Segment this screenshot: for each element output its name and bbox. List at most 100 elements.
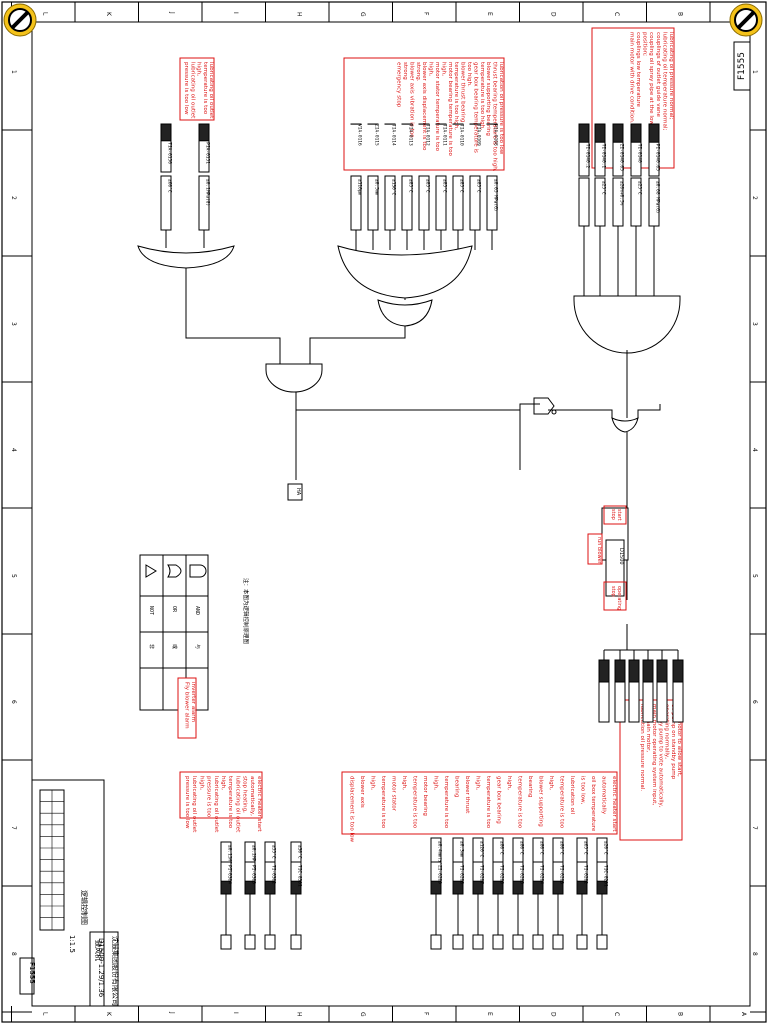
svg-text:AND: AND [194,606,200,615]
signal-value: ≤20°C [603,841,609,855]
grid-row-label-top: D [550,12,557,17]
signal-value: ≤0.15MPa(G) [227,845,233,875]
signal-block: TIA-0111≥85°C [435,123,448,250]
signal-tag: TIA-0109 [476,124,482,146]
signal-tag: TI-0140 [637,144,643,163]
signal-tag: ZIA-0115 [374,124,380,146]
grid-row-label-top: C [613,12,620,16]
annotation-line: emergency stop [396,62,402,108]
svg-text:沈鼓集团股份有限公司: 沈鼓集团股份有限公司 [111,936,120,1006]
signal-blocks: PI-0140.05 ≥0.08 MPa(G) TI-0140 ≥25°C ZI-014… [160,123,661,950]
signal-tag: VIA-0116 [357,124,363,146]
signal-value: ≥55°C [271,845,277,859]
annotation-line: lubricating oil outlet [234,776,240,833]
signal-value: ≥0.08 MPa(G) [655,181,661,214]
signal-value: ≥0.2MPa(G) [251,845,257,872]
svg-text:1:1.5: 1:1.5 [68,935,76,953]
signal-block: TIA-0114 ≥130°C [384,123,397,250]
annotation-line: high, [475,776,481,790]
annotation-line: main motor operating system input, [651,704,657,805]
or-gate-oil [137,245,235,269]
annotation-line: temperature is too high, [479,62,485,130]
svg-text:逻辑控制图: 逻辑控制图 [80,890,89,925]
signal-value: ≤0.1MPa(G) [205,179,211,206]
signal-value: ≥110μm [357,179,363,196]
annotation-line: temperature is too high, [453,62,459,130]
signal-tag: PI-0140.05 [655,144,661,171]
annotation-line: strong. [415,62,421,82]
approval-stamp-top-right [729,3,763,37]
grid-row-label-bottom: F [423,1012,430,1016]
grid-row-label-bottom: I [232,1012,239,1014]
signal-block: TI-0140 ≥25°C [630,123,643,296]
grid-col-label-right: 6 [751,700,758,704]
signal-tag: TI-0140.1 [601,144,607,169]
signal-value: ≥25°C [637,181,643,195]
grid-row-label-top: G [359,12,366,17]
annotation-line: main motor with drive condition. [628,32,634,124]
annotation-line: blower axis vibration is too [408,62,414,138]
annotation-line: lubrication oil pressure is too low [498,62,504,155]
signal-block: PIA-0108≤0.05 MPa(G) [486,123,499,250]
motor-control-block: D1500 start stop operating stop run blow… [587,505,629,611]
grid-row-label-bottom: E [486,1012,493,1016]
annotation-line: main motor to allow start, [676,704,682,777]
annotation-line: electric heater start [611,776,617,832]
annotation-line: couplings low temperature [635,32,641,108]
motor-output-tags [598,649,684,723]
signal-value: ≥80°C [519,841,525,855]
signal-block: TIA-0150 ≥60°C [160,123,173,248]
signal-block: TIA-0112≥85°C [418,123,431,250]
annotation-line: temperature is too [202,62,208,115]
annotation-line: blower thrust [464,776,470,814]
signal-block: ≥80°CTI-0206 [492,837,505,950]
title-block: 鼓风机 逻辑控制图 1:1.5 沈鼓集团股份有限公司 D1500-1.29/1.… [19,779,120,1007]
grid-row-label-bottom: H [296,1012,303,1017]
signal-tag: PI-0303 [251,865,257,884]
grid-row-label-bottom: G [359,1012,366,1017]
signal-tag: ZI-0140.05 [619,144,625,171]
grid-row-label-top: I [232,12,239,14]
grid-row-label-bottom: L [42,1012,49,1016]
signal-block: VIA-0116 ≥110μm [350,123,363,250]
annotation-line: high, [440,62,446,76]
annotation-line: electric heater start [256,776,262,832]
annotation-line: temperature is too [559,776,565,829]
annotation-line: blower thrust bearing [460,62,466,123]
grid-row-label-bottom: J [169,1011,176,1014]
signal-block: ≥80°CTI-0205 [512,837,525,950]
signal-tag: TIA-0150 [167,142,173,164]
annotation-line: high, [428,62,434,76]
signal-tag: TI-0206 [499,865,505,884]
annotation-line: thrust bearing temperature is too high. [492,62,498,172]
grid-row-label-top: L [42,12,49,16]
annotation-line: displacement is too low [349,776,355,843]
signal-block: TIA-0113≥85°C [401,123,414,250]
signal-block: PIA-0151≤0.1MPa(G) [198,123,211,248]
svg-text:start: start [616,509,622,521]
svg-text:非: 非 [148,644,155,649]
and-gate-start-permit [573,295,681,354]
annotation-line: lubricating oil outlet [213,776,219,833]
signal-block: ZI-0140.05≥20%+0.5% [612,123,625,296]
wiring [185,268,661,650]
signal-block: TIA-0109≥85°C [469,123,482,250]
signal-tag: TIA-0114 [391,124,397,146]
annotation-line: inverter alarm [190,682,196,722]
annotation-line: stop heating, [242,776,248,813]
annotation-line: bearing [527,776,533,798]
grid-col-label-right: 8 [751,952,758,956]
grid-row-label-bottom: B [677,1012,684,1016]
signal-block: PI-0140.05 ≥0.08 MPa(G) [648,123,661,296]
signal-tag: PIA-0108 [493,124,499,146]
annotation-line: coupling oil spray pipe at the lowest sp… [648,32,654,153]
grid-row-label-top: K [105,12,112,17]
signal-tag: TIA-0112 [425,124,431,146]
signal-value: ≥60°C [167,179,173,193]
signal-value: ≥0.5mm [374,179,380,196]
svg-text:F1555: F1555 [28,962,36,984]
and-gate-combined [265,363,323,393]
annotations: lubricating oil pressure normal;lubricat… [177,27,683,843]
signal-value: ≥130°C [391,179,397,196]
